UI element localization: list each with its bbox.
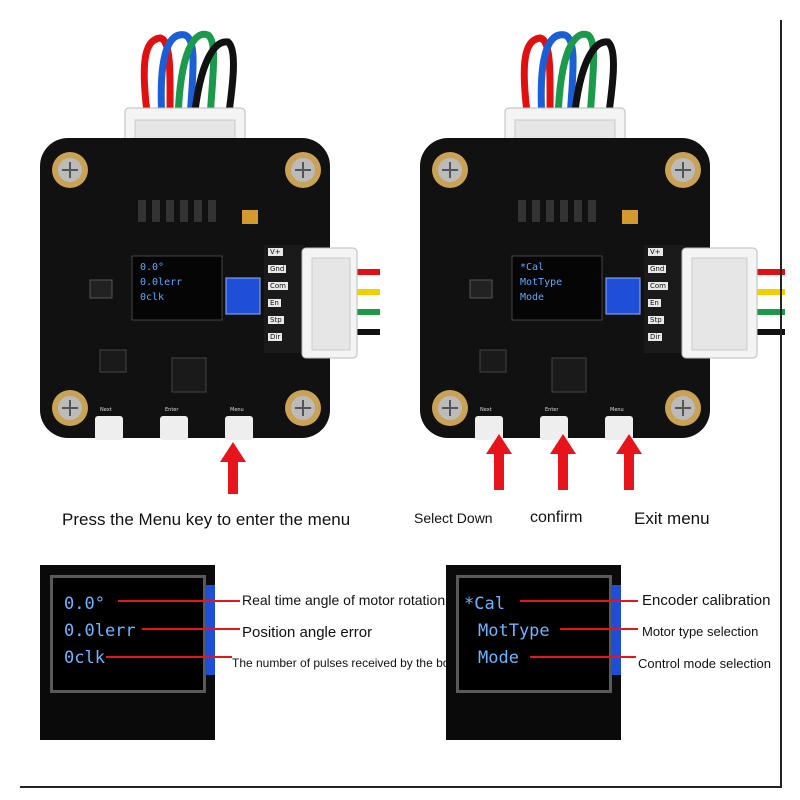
right-pin-en: En bbox=[648, 299, 661, 307]
right-zoom-screen bbox=[456, 575, 612, 693]
left-menu-arrow bbox=[220, 442, 246, 494]
right-zoom-pointer-3 bbox=[530, 656, 636, 658]
right-oled-zoom: *Cal MotType Mode bbox=[446, 565, 621, 740]
right-pin-dir: Dir bbox=[648, 333, 663, 341]
left-driver-board: 0.0° 0.0lerr 0clk Next Enter Menu V+ Gnd… bbox=[20, 20, 380, 450]
right-menu-label: Menu bbox=[610, 407, 624, 413]
right-pin-stp: Stp bbox=[648, 316, 664, 324]
right-next-label: Next bbox=[480, 407, 492, 413]
right-pin-com: Com bbox=[648, 282, 668, 290]
left-oled-line-3: 0clk bbox=[140, 292, 165, 303]
right-menu-arrow bbox=[616, 434, 642, 490]
left-pin-com: Com bbox=[268, 282, 288, 290]
right-annotation-1: Encoder calibration bbox=[642, 592, 771, 609]
left-menu-label: Menu bbox=[230, 407, 244, 413]
right-board-graphic bbox=[420, 30, 785, 440]
right-zoom-pointer-2 bbox=[560, 628, 638, 630]
right-caption-enter: confirm bbox=[530, 509, 583, 526]
left-pin-dir: Dir bbox=[268, 333, 283, 341]
right-driver-board: *Cal MotType Mode Next Enter Menu V+ Gnd… bbox=[400, 20, 800, 450]
left-oled-line-1: 0.0° bbox=[140, 262, 165, 273]
left-zoom-pointer-1 bbox=[118, 600, 240, 602]
right-oled-line-1: *Cal bbox=[520, 262, 545, 273]
right-zoom-line-3: Mode bbox=[478, 648, 519, 668]
left-oled-line-2: 0.0lerr bbox=[140, 277, 183, 288]
left-annotation-1: Real time angle of motor rotation bbox=[242, 592, 446, 608]
right-next-arrow bbox=[486, 434, 512, 490]
right-caption-next: Select Down bbox=[414, 510, 493, 526]
left-annotation-2: Position angle error bbox=[242, 624, 373, 641]
right-pin-vplus: V+ bbox=[648, 248, 663, 256]
left-next-label: Next bbox=[100, 407, 112, 413]
frame-right-line bbox=[780, 20, 782, 788]
right-annotation-2: Motor type selection bbox=[642, 624, 759, 639]
left-pin-gnd: Gnd bbox=[268, 265, 287, 273]
left-pin-stp: Stp bbox=[268, 316, 284, 324]
frame-bottom-line bbox=[20, 786, 782, 788]
right-zoom-line-2: MotType bbox=[478, 621, 550, 641]
right-annotation-3: Control mode selection bbox=[638, 656, 771, 671]
left-zoom-pointer-3 bbox=[106, 656, 232, 658]
right-zoom-line-1: *Cal bbox=[464, 594, 505, 614]
left-zoom-pot bbox=[205, 585, 215, 675]
right-zoom-pointer-1 bbox=[520, 600, 638, 602]
left-pin-vplus: V+ bbox=[268, 248, 283, 256]
left-pin-en: En bbox=[268, 299, 281, 307]
left-enter-label: Enter bbox=[165, 407, 179, 413]
right-pin-gnd: Gnd bbox=[648, 265, 667, 273]
left-zoom-screen bbox=[50, 575, 206, 693]
right-enter-label: Enter bbox=[545, 407, 559, 413]
left-annotation-3: The number of pulses received by the boa… bbox=[232, 656, 467, 670]
left-zoom-line-3: 0clk bbox=[64, 648, 105, 668]
left-board-graphic bbox=[40, 30, 380, 440]
left-zoom-line-2: 0.0lerr bbox=[64, 621, 136, 641]
left-zoom-line-1: 0.0° bbox=[64, 594, 105, 614]
right-zoom-pot bbox=[611, 585, 621, 675]
right-caption-menu: Exit menu bbox=[634, 509, 710, 528]
left-oled-zoom: 0.0° 0.0lerr 0clk bbox=[40, 565, 215, 740]
right-oled-line-3: Mode bbox=[520, 292, 545, 303]
right-oled-line-2: MotType bbox=[520, 277, 563, 288]
left-zoom-pointer-2 bbox=[142, 628, 240, 630]
right-enter-arrow bbox=[550, 434, 576, 490]
left-caption: Press the Menu key to enter the menu bbox=[62, 510, 351, 529]
